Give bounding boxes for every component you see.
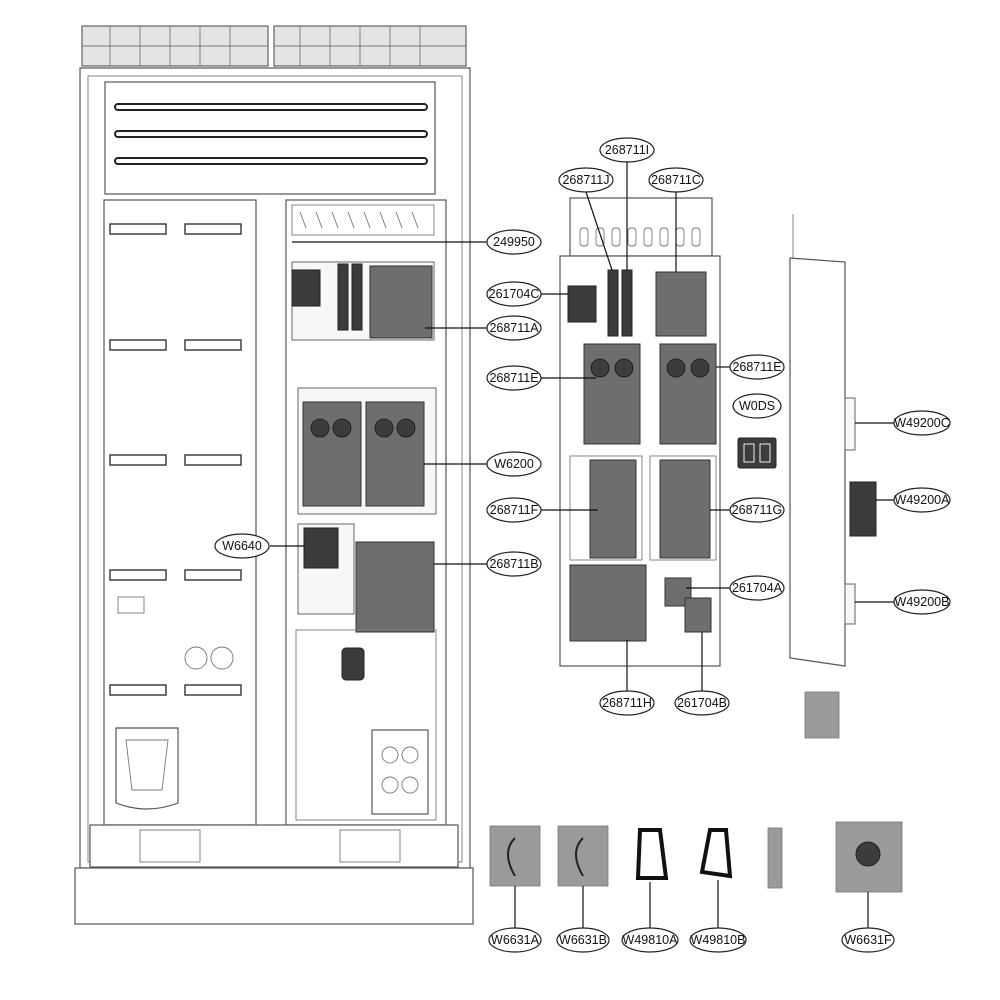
base-frame xyxy=(89,824,459,868)
filter-board xyxy=(569,564,647,642)
driver-board xyxy=(659,459,711,559)
control-board xyxy=(655,271,707,337)
base-skid xyxy=(74,867,474,925)
inverter-board xyxy=(659,343,717,445)
callout-label: W49810A xyxy=(623,933,679,947)
callout-label: W0DS xyxy=(739,399,775,413)
driver-board xyxy=(589,459,637,559)
electrical-box-exploded xyxy=(559,197,721,667)
callout-W6631B[interactable]: W6631B xyxy=(556,927,610,953)
w0ds-component xyxy=(737,437,777,469)
solenoid-valve xyxy=(341,647,365,681)
louvre-slot xyxy=(114,130,428,138)
panel-slots xyxy=(109,223,242,696)
callout-W0DS[interactable]: W0DS xyxy=(732,393,782,419)
small-clip-photo xyxy=(767,827,783,889)
left-side-panel xyxy=(103,199,257,826)
callout-261704A[interactable]: 261704A xyxy=(729,575,785,601)
w49810a-gasket xyxy=(635,828,669,880)
w49200c-part xyxy=(844,397,856,451)
callout-W49200B[interactable]: W49200B xyxy=(893,589,951,615)
callout-label: 268711E xyxy=(732,360,781,374)
callout-label: W49810B xyxy=(691,933,746,947)
callout-label: W49200A xyxy=(895,493,951,507)
callout-label: 268711I xyxy=(605,143,649,157)
callout-268711E-left[interactable]: 268711E xyxy=(486,365,542,391)
callout-label: 268711H xyxy=(602,696,652,710)
relay-module xyxy=(351,263,363,331)
outdoor-unit-front-view xyxy=(74,25,474,925)
w6631a-photo xyxy=(489,825,541,887)
reactor xyxy=(684,597,712,633)
relay-module xyxy=(607,269,619,337)
callout-261704C[interactable]: 261704C xyxy=(486,281,542,307)
callout-label: 268711E xyxy=(489,371,538,385)
main-control-board xyxy=(369,265,433,339)
inverter-board xyxy=(583,343,641,445)
callout-268711B[interactable]: 268711B xyxy=(486,551,542,577)
relay-module xyxy=(337,263,349,331)
callout-W6640[interactable]: W6640 xyxy=(214,533,270,559)
callout-label: W6200 xyxy=(494,457,534,471)
callout-label: 268711B xyxy=(489,557,538,571)
small-bracket-photo xyxy=(804,691,840,739)
callout-W6631F[interactable]: W6631F xyxy=(841,927,895,953)
noise-filter-board xyxy=(355,541,435,633)
service-port-cover xyxy=(371,729,429,815)
w49200b-part xyxy=(844,583,856,625)
callout-label: 249950 xyxy=(493,235,535,249)
callout-268711C[interactable]: 268711C xyxy=(648,167,704,193)
callout-268711E-right[interactable]: 268711E xyxy=(729,354,785,380)
callout-W49810B[interactable]: W49810B xyxy=(689,927,747,953)
callout-label: 261704C xyxy=(489,287,540,301)
callout-W49810A[interactable]: W49810A xyxy=(621,927,679,953)
inverter-board-right xyxy=(365,401,425,507)
w49200a-part xyxy=(849,481,877,537)
callout-label: 268711C xyxy=(651,173,701,187)
callout-268711H[interactable]: 268711H xyxy=(599,690,655,716)
callout-W6631A[interactable]: W6631A xyxy=(488,927,542,953)
callout-label: 261704B xyxy=(677,696,727,710)
callout-W49200A[interactable]: W49200A xyxy=(893,487,951,513)
callout-label: W6631B xyxy=(559,933,607,947)
inverter-board-left xyxy=(302,401,362,507)
callout-268711I[interactable]: 268711I xyxy=(599,137,655,163)
terminal-block xyxy=(567,285,597,323)
callout-268711A[interactable]: 268711A xyxy=(486,315,542,341)
callout-W6200[interactable]: W6200 xyxy=(486,451,542,477)
callout-268711G[interactable]: 268711G xyxy=(729,497,785,523)
callout-label: W49200B xyxy=(895,595,950,609)
callout-268711J[interactable]: 268711J xyxy=(558,167,614,193)
callout-label: W6640 xyxy=(222,539,262,553)
contactor xyxy=(303,527,339,569)
callout-261704B[interactable]: 261704B xyxy=(674,690,730,716)
w6631b-photo xyxy=(557,825,609,887)
callout-268711F[interactable]: 268711F xyxy=(486,497,542,523)
callout-label: W6631A xyxy=(491,933,540,947)
callout-249950[interactable]: 249950 xyxy=(486,229,542,255)
w49810b-gasket xyxy=(699,828,733,879)
callout-label: 268711F xyxy=(490,503,539,517)
callout-label: 261704A xyxy=(732,581,783,595)
louvre-slot xyxy=(114,157,428,165)
terminal-block xyxy=(291,269,321,307)
w6631f-photo xyxy=(835,821,903,893)
side-cover-panel xyxy=(789,214,877,667)
louvre-slot xyxy=(114,103,428,111)
callout-label: 268711G xyxy=(732,503,783,517)
callout-label: 268711A xyxy=(489,321,539,335)
relay-module xyxy=(621,269,633,337)
callout-label: W6631F xyxy=(844,933,892,947)
callout-label: 268711J xyxy=(562,173,609,187)
callout-W49200C[interactable]: W49200C xyxy=(893,410,951,436)
callout-label: W49200C xyxy=(894,416,950,430)
leader-lines xyxy=(270,162,896,928)
